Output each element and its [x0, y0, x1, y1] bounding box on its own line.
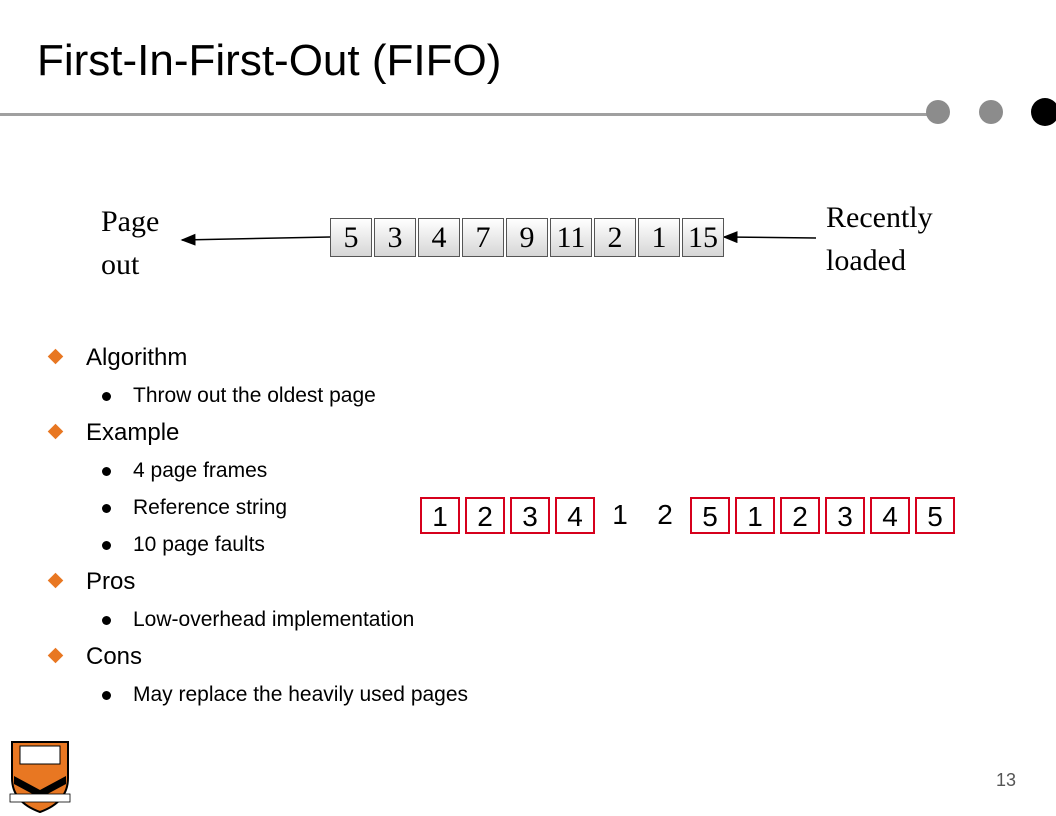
queue-cell: 5: [330, 218, 372, 257]
queue-cell: 1: [638, 218, 680, 257]
bullet-heading: Example: [47, 415, 610, 453]
reference-fault-box: 1: [735, 497, 775, 534]
decorative-dot: [979, 100, 1003, 124]
bullet-heading: Cons: [47, 639, 610, 677]
reference-fault-box: 5: [915, 497, 955, 534]
queue-cell: 7: [462, 218, 504, 257]
reference-fault-box: 3: [510, 497, 550, 534]
bullet-item-text: Throw out the oldest page: [133, 384, 376, 407]
bullet-heading: Algorithm: [47, 340, 610, 378]
bullet-item: 10 page faults: [50, 527, 610, 564]
bullet-item: Low-overhead implementation: [50, 602, 610, 639]
reference-fault-box: 4: [870, 497, 910, 534]
bullet-item: Throw out the oldest page: [50, 378, 610, 415]
diamond-bullet-icon: [47, 348, 64, 365]
slide-title: First-In-First-Out (FIFO): [37, 36, 502, 85]
diamond-bullet-icon: [47, 572, 64, 589]
bullet-heading: Pros: [47, 564, 610, 602]
dot-bullet-icon: [102, 467, 111, 476]
university-shield-logo: [9, 741, 71, 814]
recently-loaded-arrow: [722, 231, 817, 244]
reference-fault-box: 1: [420, 497, 460, 534]
bullet-list: Algorithm Throw out the oldest page Exam…: [47, 340, 610, 714]
bullet-heading-text: Cons: [86, 643, 143, 670]
page-out-label: Page out: [101, 200, 159, 286]
diamond-bullet-icon: [47, 647, 64, 664]
bullet-item-text: Reference string: [133, 496, 288, 519]
dot-bullet-icon: [102, 504, 111, 513]
bullet-heading-text: Pros: [86, 568, 136, 595]
diamond-bullet-icon: [47, 423, 64, 440]
bullet-item-text: 10 page faults: [133, 533, 265, 556]
reference-fault-box: 4: [555, 497, 595, 534]
page-out-label-line: out: [101, 248, 140, 281]
bullet-item-text: Low-overhead implementation: [133, 608, 415, 631]
dot-bullet-icon: [102, 616, 111, 625]
recently-loaded-label-line: Recently: [826, 201, 933, 234]
reference-fault-box: 2: [780, 497, 820, 534]
page-out-label-line: Page: [101, 205, 160, 238]
reference-hit: 2: [657, 499, 673, 530]
queue-cell: 15: [682, 218, 724, 257]
queue-cell: 9: [506, 218, 548, 257]
bullet-heading-text: Algorithm: [86, 344, 188, 371]
bullet-item: May replace the heavily used pages: [50, 677, 610, 714]
queue-cell: 2: [594, 218, 636, 257]
page-number: 13: [996, 770, 1017, 790]
title-divider: [0, 113, 940, 116]
bullet-item-text: May replace the heavily used pages: [133, 683, 469, 706]
reference-fault-box: 2: [465, 497, 505, 534]
queue-cell: 3: [374, 218, 416, 257]
bullet-item: Reference string: [50, 490, 610, 527]
queue-cell: 4: [418, 218, 460, 257]
bullet-item-text: 4 page frames: [133, 459, 268, 482]
bullet-item: 4 page frames: [50, 453, 610, 490]
reference-fault-box: 5: [690, 497, 730, 534]
dot-bullet-icon: [102, 691, 111, 700]
fifo-queue: 5 3 4 7 9 11 2 1 15: [330, 218, 726, 257]
page-out-arrow: [180, 233, 331, 246]
recently-loaded-label-line: loaded: [826, 244, 906, 277]
reference-hit: 1: [612, 499, 628, 530]
dot-bullet-icon: [102, 392, 111, 401]
decorative-dot: [926, 100, 950, 124]
dot-bullet-icon: [102, 541, 111, 550]
recently-loaded-label: Recently loaded: [826, 196, 933, 282]
queue-cell: 11: [550, 218, 592, 257]
reference-fault-box: 3: [825, 497, 865, 534]
bullet-heading-text: Example: [86, 419, 180, 446]
decorative-dot: [1031, 98, 1056, 126]
